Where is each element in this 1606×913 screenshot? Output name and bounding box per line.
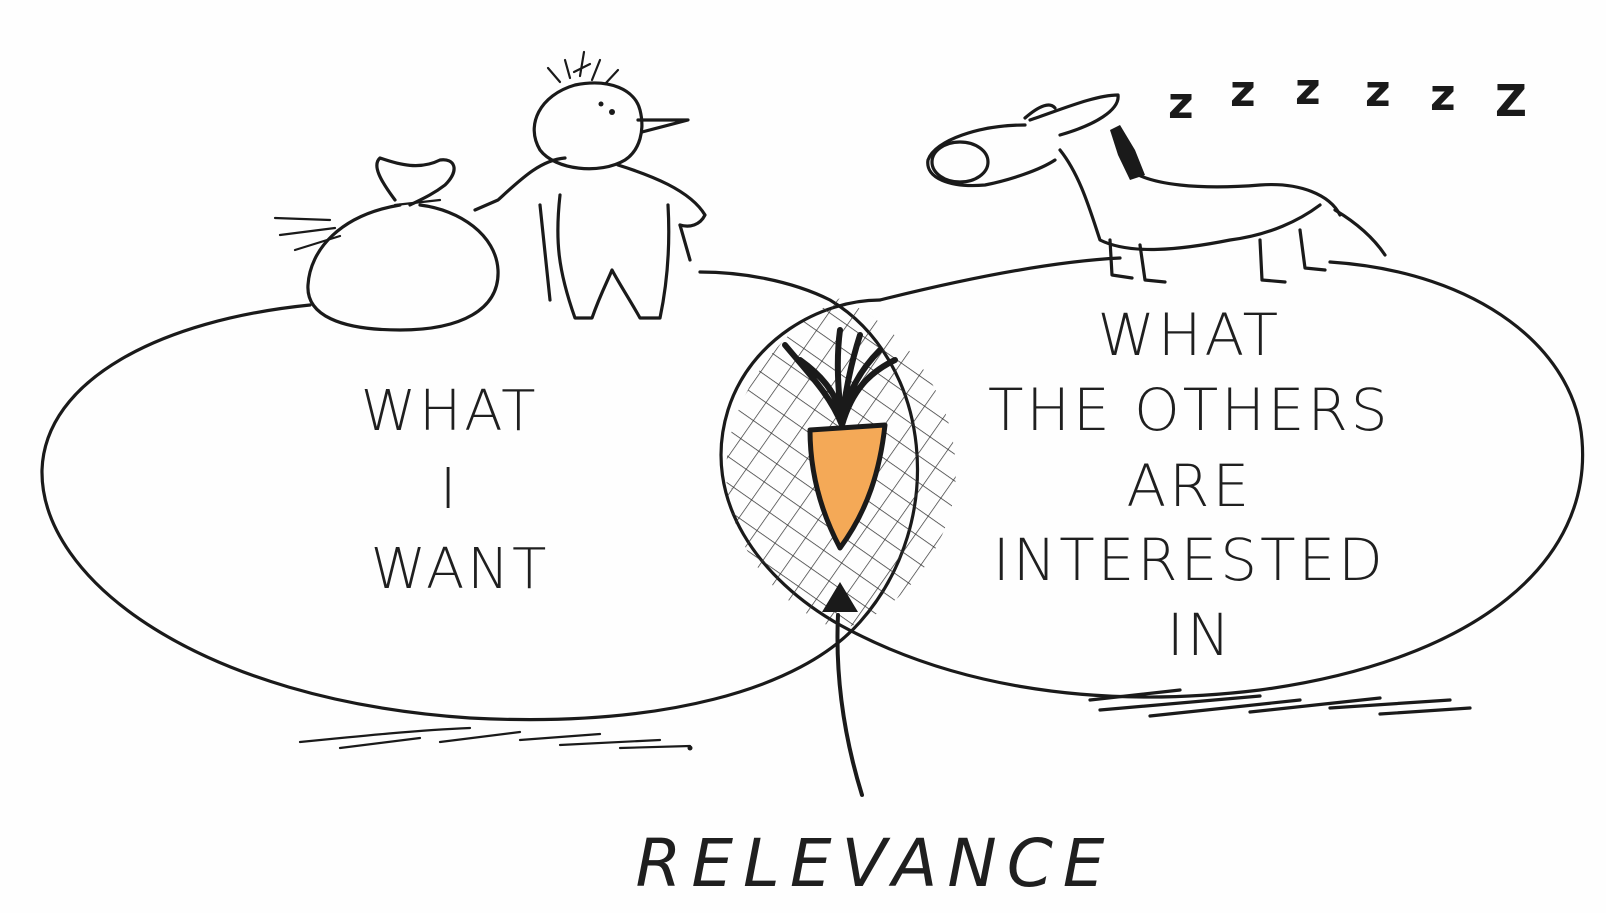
- arrow-icon: [822, 582, 864, 797]
- sleep-z: z: [1230, 66, 1256, 117]
- right-label-line: IN: [1167, 601, 1234, 669]
- sack-icon: [273, 156, 500, 332]
- left-ground-scribble: [298, 726, 693, 751]
- donkey-icon: [926, 93, 1387, 284]
- left-set-label: WHAT I WANT: [361, 379, 559, 602]
- left-label-line: WANT: [371, 537, 550, 602]
- carrot-icon: [782, 327, 898, 551]
- right-label-line: THE OTHERS: [988, 376, 1391, 444]
- sleep-z: z: [1168, 78, 1194, 129]
- sleep-z: z: [1295, 64, 1321, 115]
- intersection: [726, 298, 956, 797]
- right-set: WHAT THE OTHERS ARE INTERESTED IN: [719, 256, 1585, 718]
- right-ground-scribble: [1088, 688, 1472, 718]
- relevance-label: RELEVANCE: [635, 825, 1114, 902]
- right-label-line: ARE: [1126, 452, 1252, 520]
- person-icon: [473, 50, 707, 320]
- sleep-z: z: [1365, 66, 1391, 117]
- left-label-line: I: [440, 457, 460, 522]
- right-label-line: INTERESTED: [993, 526, 1386, 594]
- right-set-label: WHAT THE OTHERS ARE INTERESTED IN: [988, 301, 1412, 669]
- right-label-line: WHAT: [1097, 301, 1281, 369]
- left-label-line: WHAT: [361, 379, 539, 444]
- sleep-z: Z: [1495, 76, 1527, 127]
- right-ellipse: [719, 256, 1585, 699]
- sleep-marks: z z z z z Z: [1168, 64, 1527, 129]
- sleep-z: z: [1430, 70, 1456, 121]
